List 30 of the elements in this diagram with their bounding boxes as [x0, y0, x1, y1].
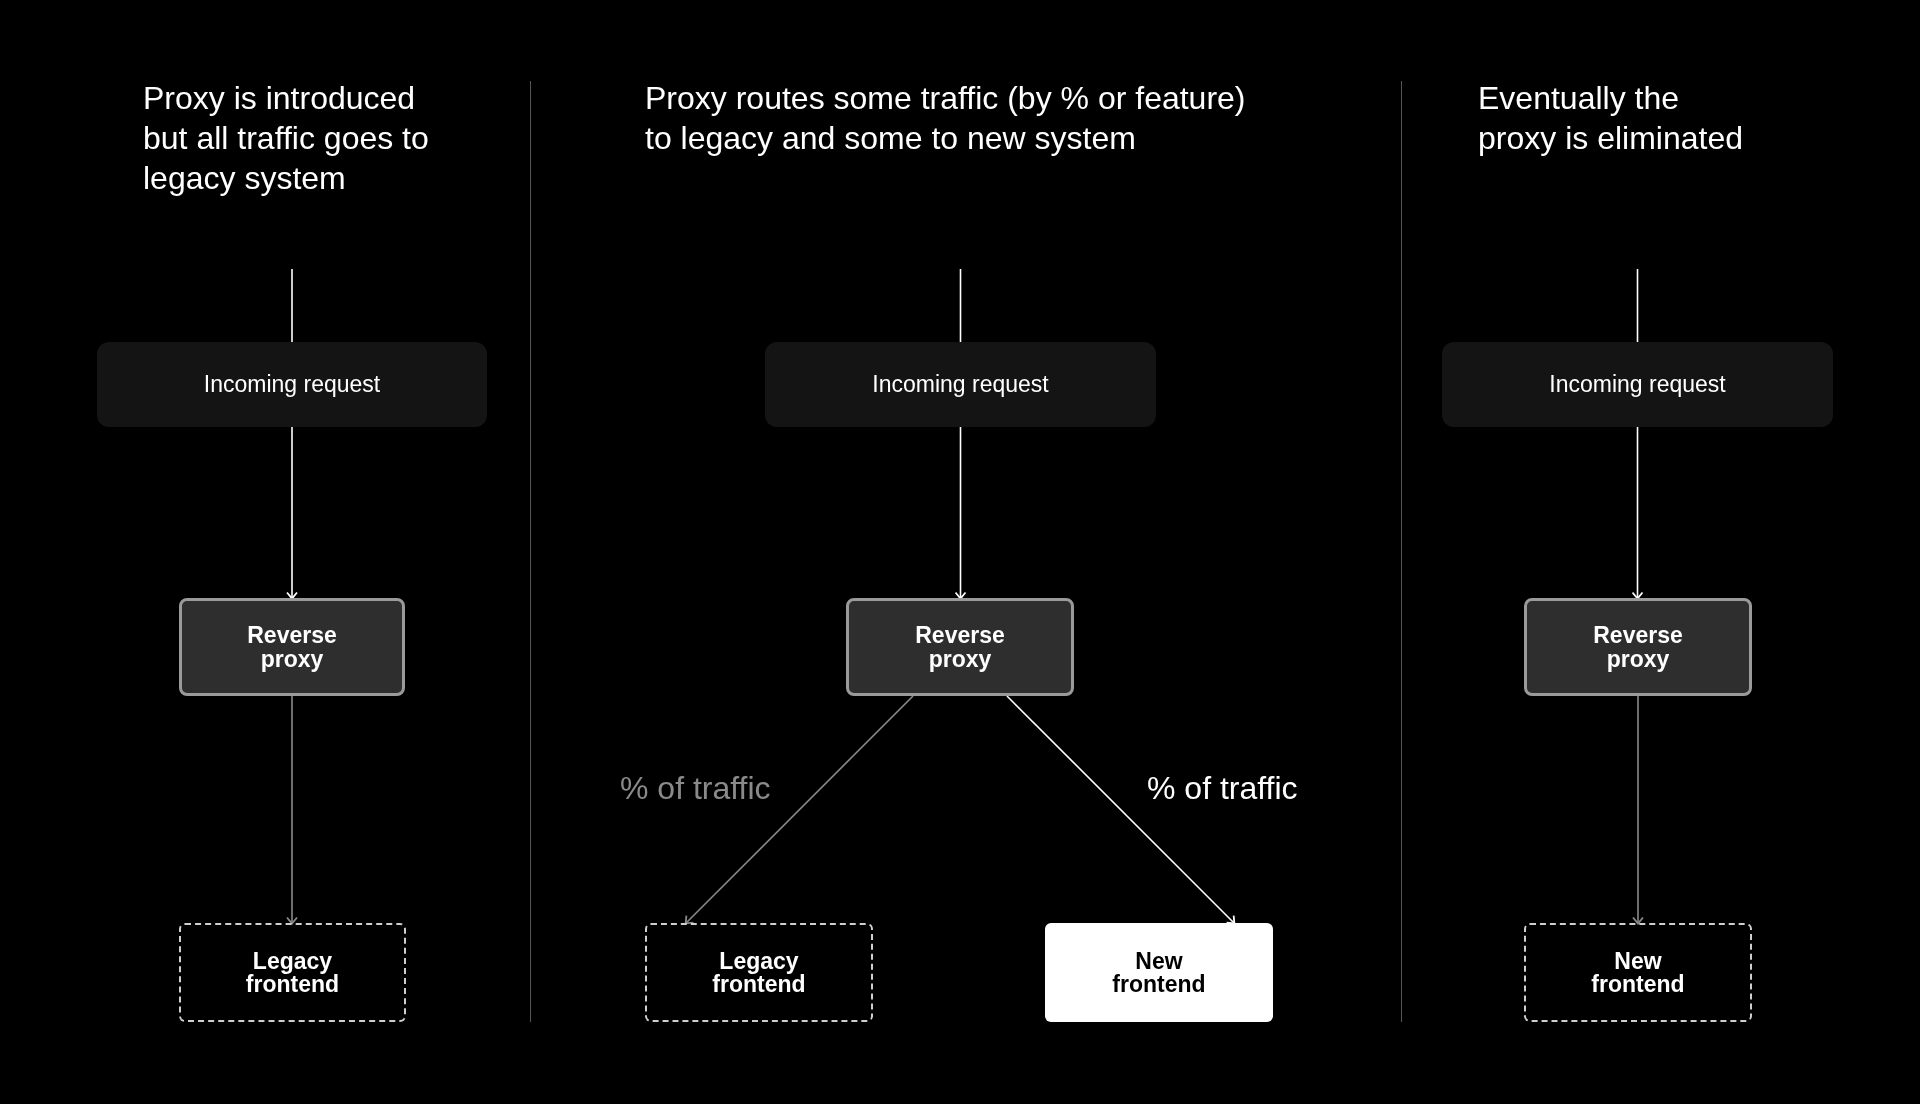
request-box — [765, 342, 1156, 427]
frontend-box — [1045, 923, 1273, 1022]
frontend-box — [179, 923, 406, 1022]
arrow — [1006, 695, 1236, 925]
proxy-box — [846, 598, 1074, 696]
node-text: Reverse proxy — [914, 622, 1006, 672]
column-heading: Eventually the proxy is eliminated — [1478, 79, 1744, 158]
frontend-box — [1524, 923, 1752, 1022]
node-text: Incoming request — [1549, 370, 1726, 400]
request-box — [1442, 342, 1833, 427]
proxy-box — [179, 598, 405, 696]
column-heading: Proxy routes some traffic (by % or feature) to legacy and some to new system — [645, 79, 1247, 158]
node-text: New frontend — [1590, 949, 1686, 996]
proxy-box — [1524, 598, 1752, 696]
arrow — [954, 426, 967, 600]
arrow — [684, 695, 914, 925]
node-text: Incoming request — [872, 370, 1049, 400]
node-text: New frontend — [1111, 949, 1207, 996]
node-text: Reverse proxy — [1592, 622, 1684, 672]
node-text: Incoming request — [203, 370, 381, 400]
node-text: Reverse proxy — [246, 622, 338, 672]
arrow — [286, 695, 298, 925]
arrow — [286, 426, 298, 600]
request-box — [97, 342, 487, 427]
node-text: Legacy frontend — [244, 949, 341, 996]
column-heading: Proxy is introduced but all traffic goes to legacy system — [143, 79, 430, 198]
node-text: Legacy frontend — [711, 949, 807, 996]
arrow — [1632, 695, 1644, 925]
arrow — [1631, 426, 1644, 600]
frontend-box — [645, 923, 873, 1022]
